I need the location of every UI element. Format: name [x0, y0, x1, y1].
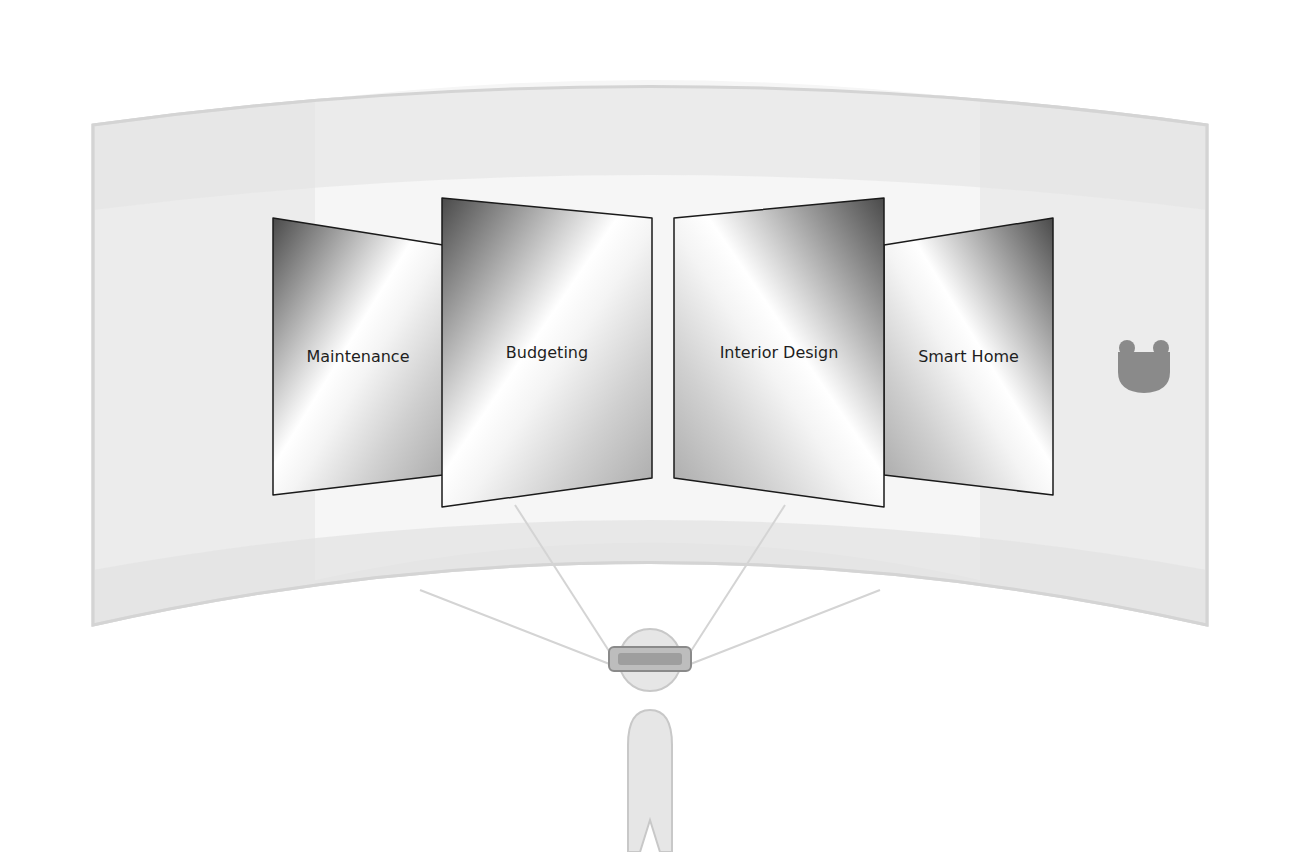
card-content: Budgeting: [442, 198, 652, 507]
bear-icon: [1118, 340, 1170, 393]
card-content: Maintenance: [273, 218, 443, 495]
panel-bottom-band: [93, 520, 1207, 625]
card-label: Interior Design: [720, 343, 839, 362]
curved-panel: [93, 87, 1207, 626]
card-content: Interior Design: [674, 198, 884, 507]
panel-outline: [93, 87, 1207, 626]
topic-card: Budgeting: [442, 198, 652, 507]
vr-headset: [609, 647, 691, 671]
headset-visor: [618, 653, 682, 665]
person-figure: [619, 629, 681, 852]
card-outline: [273, 218, 443, 495]
card-label: Maintenance: [306, 347, 409, 366]
card-label: Smart Home: [918, 347, 1019, 366]
card-outline: [884, 218, 1053, 495]
topic-card: Maintenance: [273, 218, 443, 495]
card-content: Smart Home: [884, 218, 1053, 495]
topic-card: Smart Home: [884, 218, 1053, 495]
card-outline: [442, 198, 652, 507]
card-outline: [674, 198, 884, 507]
topic-card: Interior Design: [674, 198, 884, 507]
card-label: Budgeting: [506, 343, 588, 362]
